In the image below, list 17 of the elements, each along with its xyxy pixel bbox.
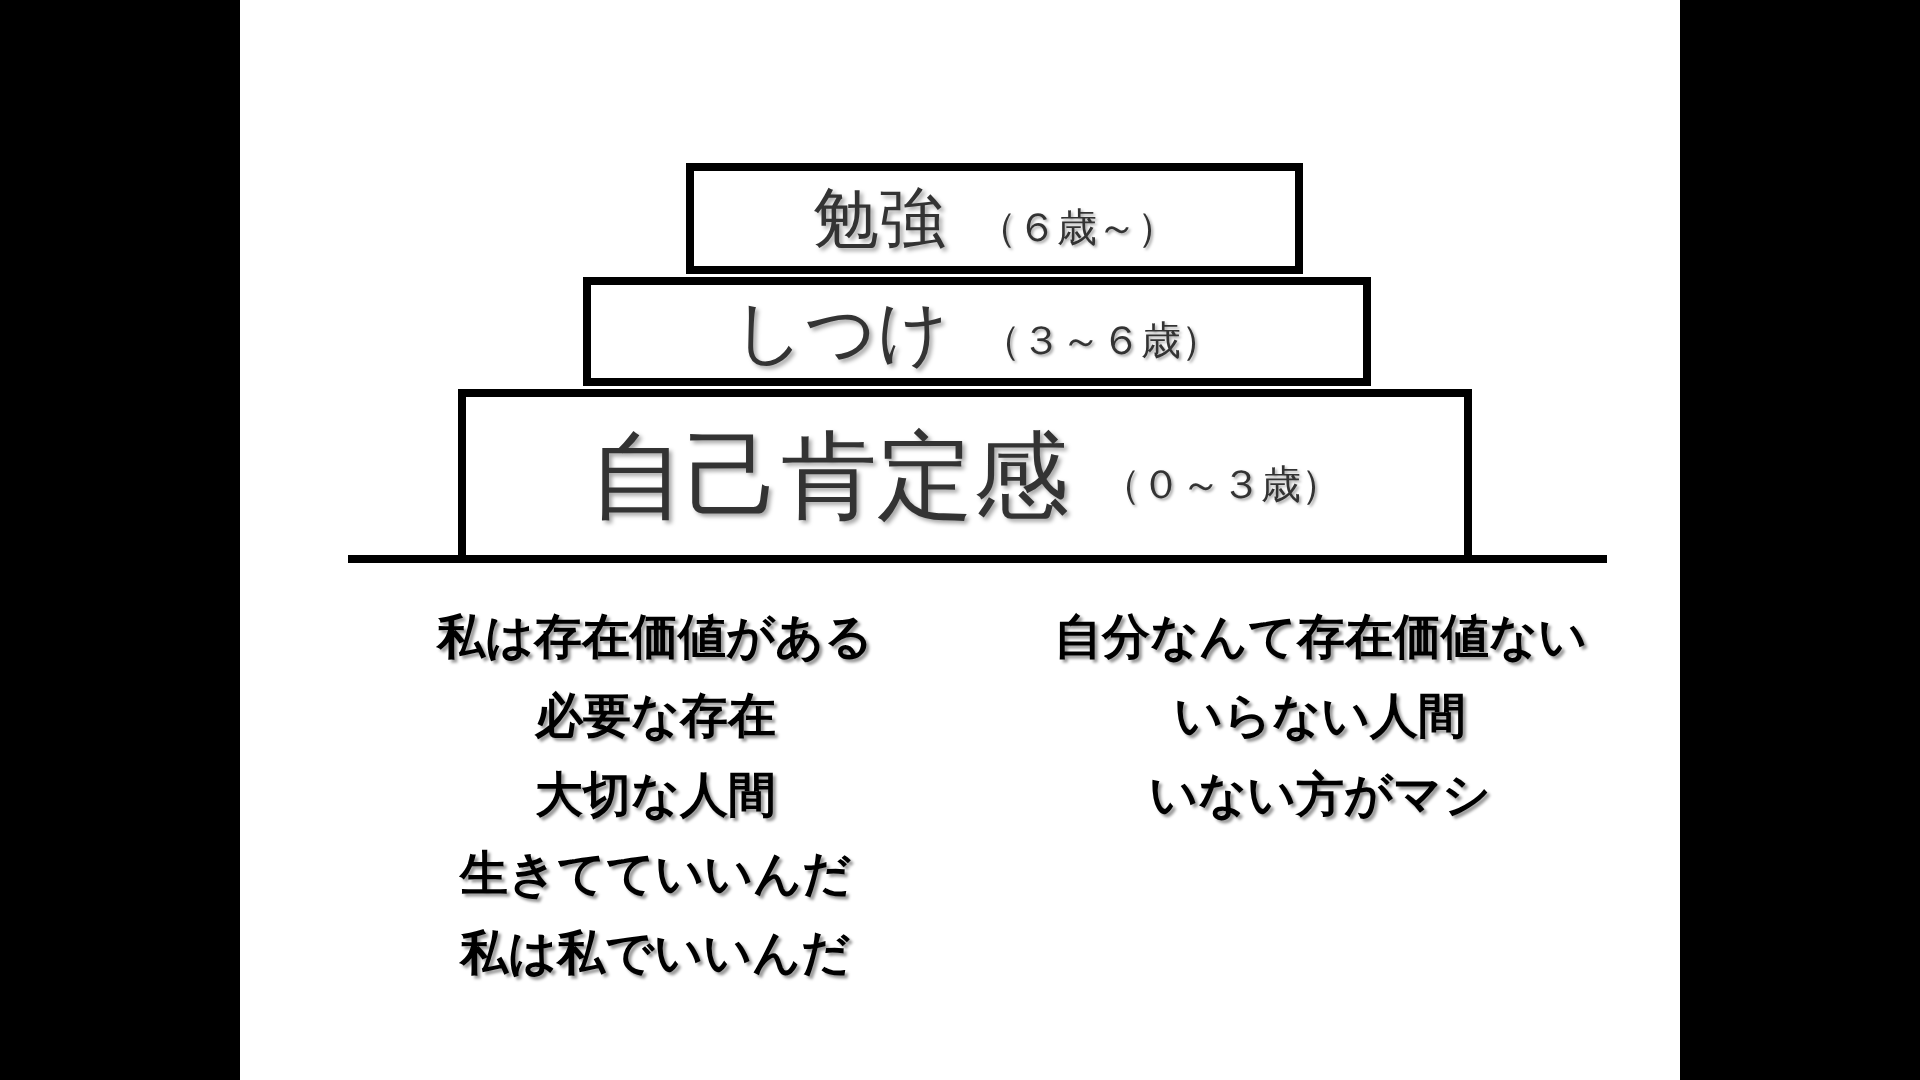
positive-belief-text: 大切な人間 bbox=[534, 768, 776, 820]
pyramid-tier-box bbox=[583, 277, 1371, 386]
positive-belief-text: 私は私でいいんだ bbox=[460, 926, 850, 978]
age-range: （３～６歳） bbox=[981, 319, 1221, 360]
tier-title: 自己肯定感 bbox=[589, 428, 1069, 524]
tier-title: しつけ bbox=[733, 296, 949, 367]
negative-belief-text: いらない人間 bbox=[1174, 689, 1466, 741]
age-range: （６歳～） bbox=[976, 206, 1177, 247]
negative-belief-text: 自分なんて存在価値ない bbox=[1053, 610, 1587, 662]
tier-title: 勉強 bbox=[812, 185, 945, 252]
pyramid-tier-box bbox=[458, 389, 1472, 563]
positive-belief-text: 私は存在価値がある bbox=[437, 610, 873, 662]
negative-belief-text: いない方がマシ bbox=[1149, 768, 1491, 820]
pyramid-tier-box bbox=[686, 163, 1303, 274]
age-range: （０～３歳） bbox=[1101, 464, 1341, 504]
positive-belief-text: 生きてていいんだ bbox=[459, 847, 851, 899]
positive-belief-text: 必要な存在 bbox=[534, 689, 776, 741]
